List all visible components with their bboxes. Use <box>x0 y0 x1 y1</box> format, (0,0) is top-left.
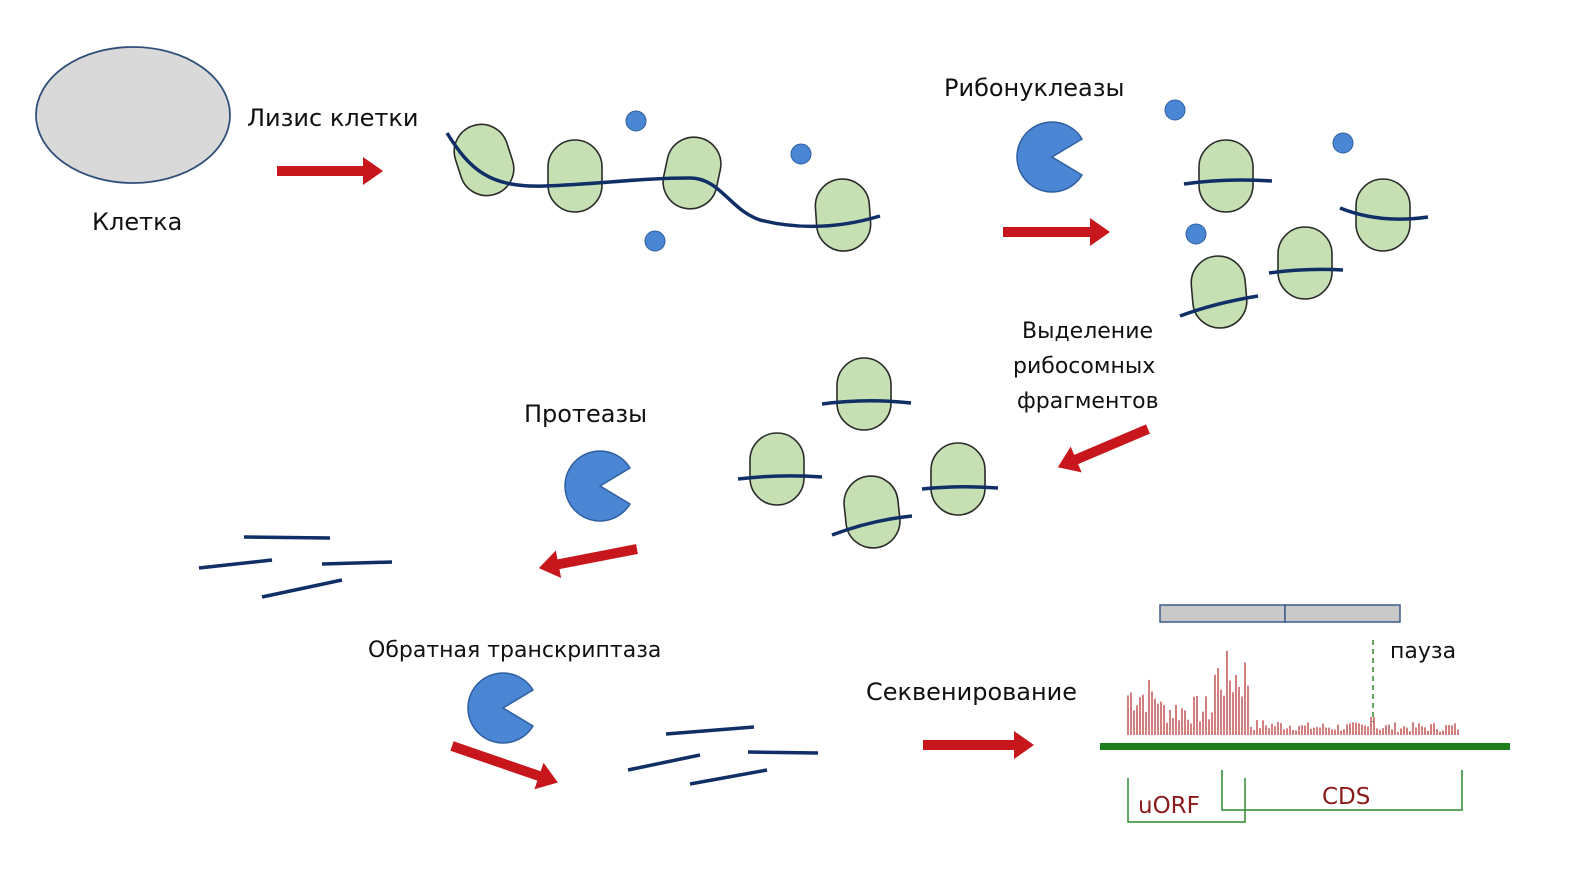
enzyme-dot <box>790 143 812 165</box>
isolation-label-line1: Выделение <box>1022 319 1153 344</box>
track-box-1 <box>1159 604 1286 623</box>
cell-shape <box>35 46 231 184</box>
monosomes-digested <box>1164 99 1429 332</box>
proteases-label: Протеазы <box>524 400 647 428</box>
lysis-label: Лизис клетки <box>247 104 419 132</box>
sequencing-label: Секвенирование <box>866 678 1077 706</box>
polysome <box>445 110 881 254</box>
ribonucleases-label: Рибонуклеазы <box>944 74 1124 102</box>
enzyme-dot <box>625 110 647 132</box>
gene-line <box>1100 743 1510 750</box>
enzyme-pacman-rt <box>467 672 534 744</box>
isolation-label-line2: рибосомных <box>1013 354 1155 379</box>
isolated-ribosomes <box>737 357 999 552</box>
cds-label: CDS <box>1322 784 1370 810</box>
cds-bracket <box>1221 770 1463 811</box>
reverse-transcriptase-label: Обратная транскриптаза <box>368 638 661 663</box>
track-box-2 <box>1284 604 1401 623</box>
signal-peaks <box>1127 650 1459 735</box>
mrna-fragments-2 <box>627 725 819 786</box>
uorf-label: uORF <box>1138 793 1200 819</box>
process-arrow-3 <box>1057 424 1150 473</box>
profile-plot: пауза uORF CDS <box>1100 604 1510 823</box>
enzyme-dot <box>644 230 666 252</box>
process-arrow-4 <box>538 544 638 579</box>
mrna-fragments-1 <box>198 535 393 599</box>
isolation-label-line3: фрагментов <box>1017 389 1159 414</box>
enzyme-pacman-ribonuclease <box>1016 121 1083 193</box>
pause-label: пауза <box>1390 639 1456 664</box>
cell-label: Клетка <box>92 208 182 236</box>
uorf-bracket <box>1127 778 1246 823</box>
process-arrow-5 <box>450 741 558 790</box>
process-arrow-2 <box>1003 218 1110 246</box>
process-arrow-1 <box>277 157 383 185</box>
process-arrow-6 <box>923 731 1034 759</box>
mrna-strand <box>445 132 881 229</box>
enzyme-pacman-protease <box>564 450 631 522</box>
